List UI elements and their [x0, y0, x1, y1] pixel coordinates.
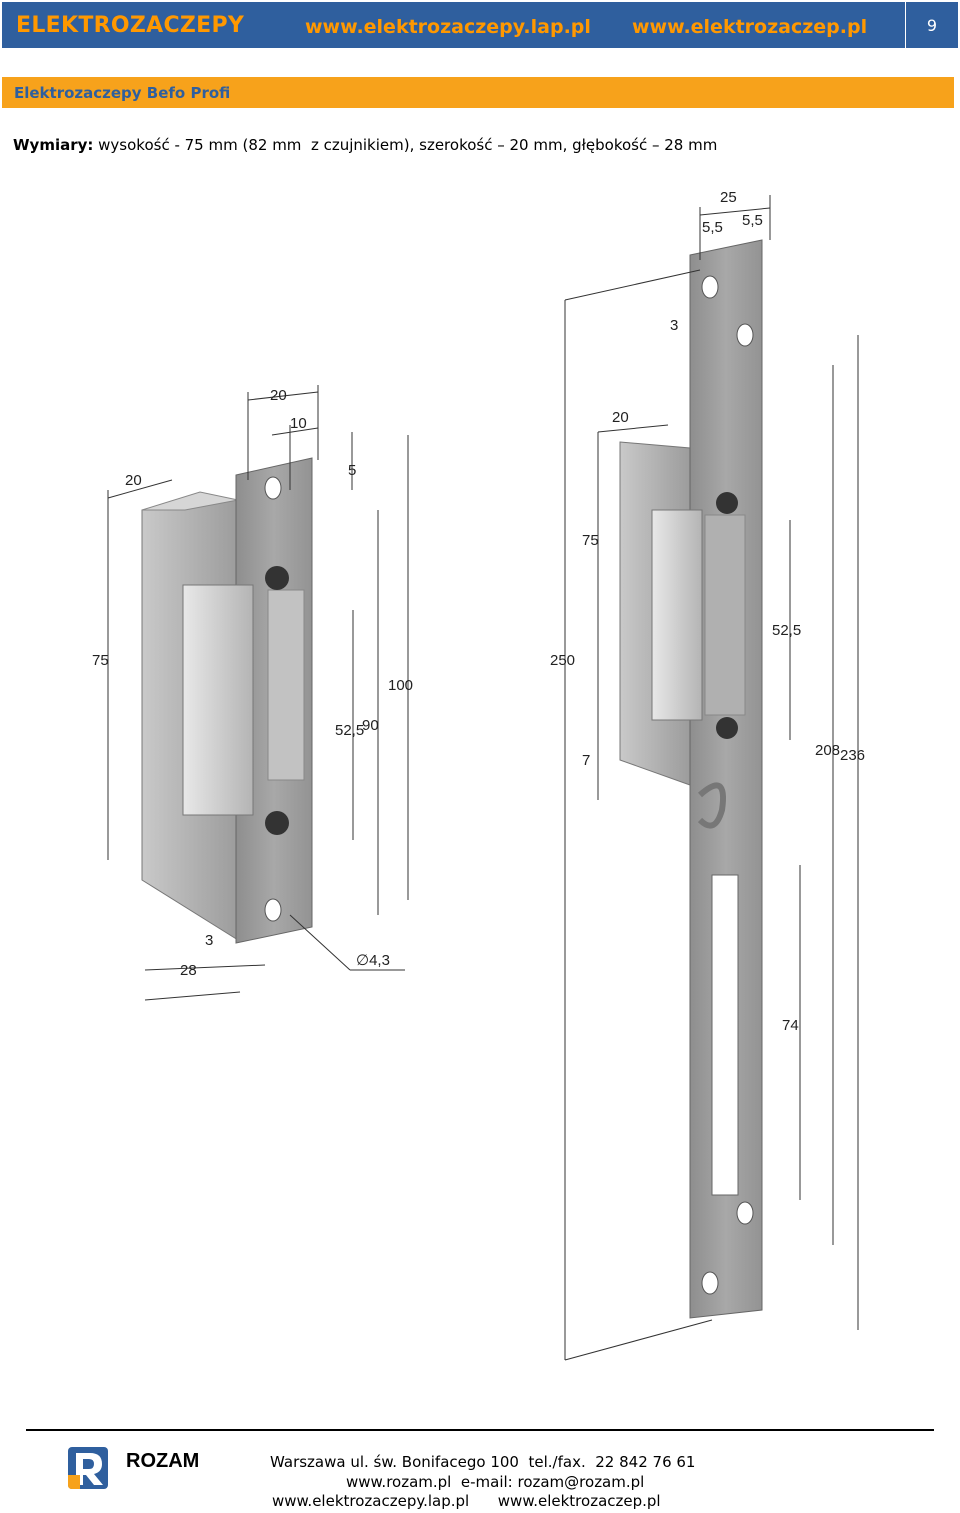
right-dim-75: 75 [582, 532, 599, 549]
left-dim-90: 90 [362, 717, 379, 734]
right-plate [689, 239, 763, 1319]
right-hole-3 [736, 1201, 754, 1225]
brand-title: ELEKTROZACZEPY [16, 12, 245, 38]
footer-divider [26, 1429, 934, 1431]
right-hole-4 [701, 1271, 719, 1295]
right-long-slot [711, 874, 739, 1196]
left-dim-10: 10 [290, 415, 307, 432]
right-dim-236: 236 [840, 747, 865, 764]
right-dim-5-5-left: 5,5 [702, 219, 723, 236]
right-dim-20: 20 [612, 409, 629, 426]
footer-address: Warszawa ul. św. Bonifacego 100 tel./fax… [270, 1453, 696, 1471]
header-bar: ELEKTROZACZEPY www.elektrozaczepy.lap.pl… [2, 2, 958, 48]
footer-web-links[interactable]: www.elektrozaczepy.lap.pl www.elektrozac… [272, 1492, 661, 1510]
footer-contact[interactable]: www.rozam.pl e-mail: rozam@rozam.pl [346, 1473, 645, 1491]
right-hole-1 [701, 275, 719, 299]
left-hole-bottom [264, 898, 282, 922]
header-link-elektrozaczep[interactable]: www.elektrozaczep.pl [632, 16, 868, 38]
right-dim-250: 250 [550, 652, 575, 669]
page-number: 9 [905, 2, 958, 48]
left-dim-52-5: 52,5 [335, 722, 364, 739]
right-hook [697, 782, 726, 829]
dimensions-line: Wymiary: wysokość - 75 mm (82 mm z czujn… [13, 136, 717, 154]
company-name: ROZAM [126, 1450, 200, 1472]
section-title: Elektrozaczepy Befo Profi [14, 83, 231, 102]
left-dim-5: 5 [348, 462, 356, 479]
right-screw-top [716, 492, 738, 514]
left-latch [182, 584, 254, 816]
left-hole-top [264, 476, 282, 500]
right-dim-5-5-right: 5,5 [742, 212, 763, 229]
dimensions-label: Wymiary: [13, 136, 94, 154]
header-link-elektrozaczepy-lap[interactable]: www.elektrozaczepy.lap.pl [305, 16, 591, 38]
right-screw-bottom [716, 717, 738, 739]
left-dim-75: 75 [92, 652, 109, 669]
rozam-logo-icon [68, 1447, 108, 1489]
right-dim-7: 7 [582, 752, 590, 769]
left-dim-20-top: 20 [270, 387, 287, 404]
left-screw-bottom [265, 811, 289, 835]
dimensions-text: wysokość - 75 mm (82 mm z czujnikiem), s… [93, 136, 718, 154]
left-dim-28: 28 [180, 962, 197, 979]
right-dim-52-5: 52,5 [772, 622, 801, 639]
left-dim-hole: ∅4,3 [356, 952, 390, 969]
left-dim-3: 3 [205, 932, 213, 949]
left-strike-view: 20 10 5 20 75 52,5 90 100 3 28 ∅4,3 [92, 385, 413, 1001]
technical-drawing: 20 10 5 20 75 52,5 90 100 3 28 ∅4,3 [92, 189, 865, 1361]
left-dim-100: 100 [388, 677, 413, 694]
right-latch-slot [704, 514, 746, 716]
right-dim-208: 208 [815, 742, 840, 759]
section-bar: Elektrozaczepy Befo Profi [2, 77, 954, 108]
right-strike-view: 25 5,5 5,5 3 20 75 250 52,5 7 208 236 74 [550, 189, 865, 1361]
left-dim-20-side: 20 [125, 472, 142, 489]
left-latch-slot [267, 589, 305, 781]
right-dim-3: 3 [670, 317, 678, 334]
right-hole-2 [736, 323, 754, 347]
right-latch [651, 509, 703, 721]
left-screw-top [265, 566, 289, 590]
right-dim-74: 74 [782, 1017, 799, 1034]
right-dim-25: 25 [720, 189, 737, 206]
